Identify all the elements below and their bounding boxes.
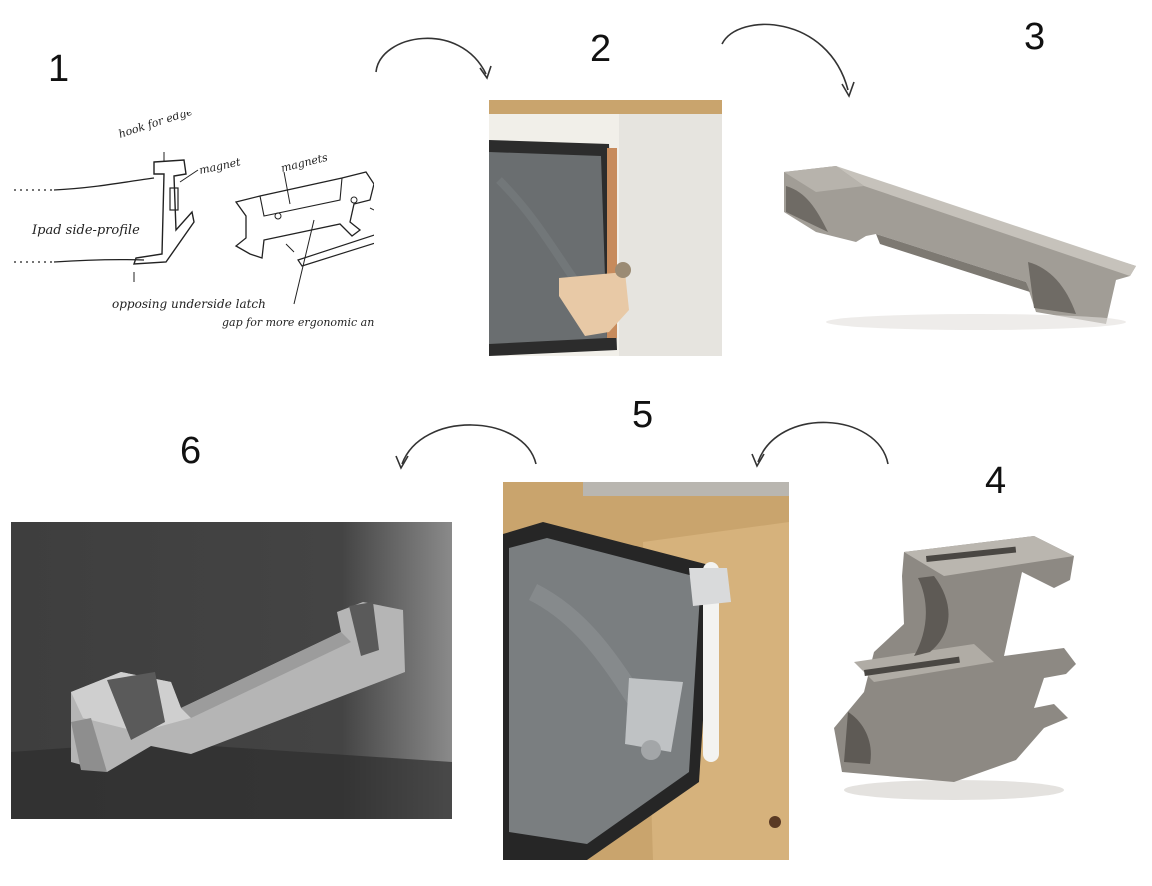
- sketch-label-ipad: Ipad side-profile: [31, 223, 140, 238]
- sketch-label-magnets: magnets: [280, 151, 330, 175]
- cad-model-compact-clip: [834, 536, 1076, 800]
- sketch-label-gap: gap for more ergonomic and easier pencil…: [222, 316, 374, 329]
- step-number-4: 4: [985, 460, 1007, 502]
- cad-model-long-clip: [784, 166, 1136, 330]
- sketch-label-latch: opposing underside latch: [112, 297, 266, 311]
- step-number-2: 2: [590, 28, 612, 70]
- prototype-photo-1: [489, 100, 722, 356]
- step-number-5: 5: [632, 394, 654, 436]
- arrow-4-to-5: [751, 421, 889, 468]
- render-with-velcro: [11, 522, 452, 819]
- arrow-5-to-6: [395, 424, 537, 470]
- sketch-panel: hook for edge magnet magnets Ipad side-p…: [14, 112, 374, 329]
- step-number-6: 6: [180, 430, 202, 472]
- sketch-label-hook: hook for edge: [117, 112, 195, 141]
- step-number-1: 1: [48, 48, 70, 90]
- step-number-3: 3: [1024, 16, 1046, 58]
- arrow-2-to-3: [721, 23, 855, 98]
- arrow-1-to-2: [375, 37, 492, 80]
- sketch-label-magnet: magnet: [198, 155, 242, 177]
- prototype-photo-2: [503, 482, 789, 860]
